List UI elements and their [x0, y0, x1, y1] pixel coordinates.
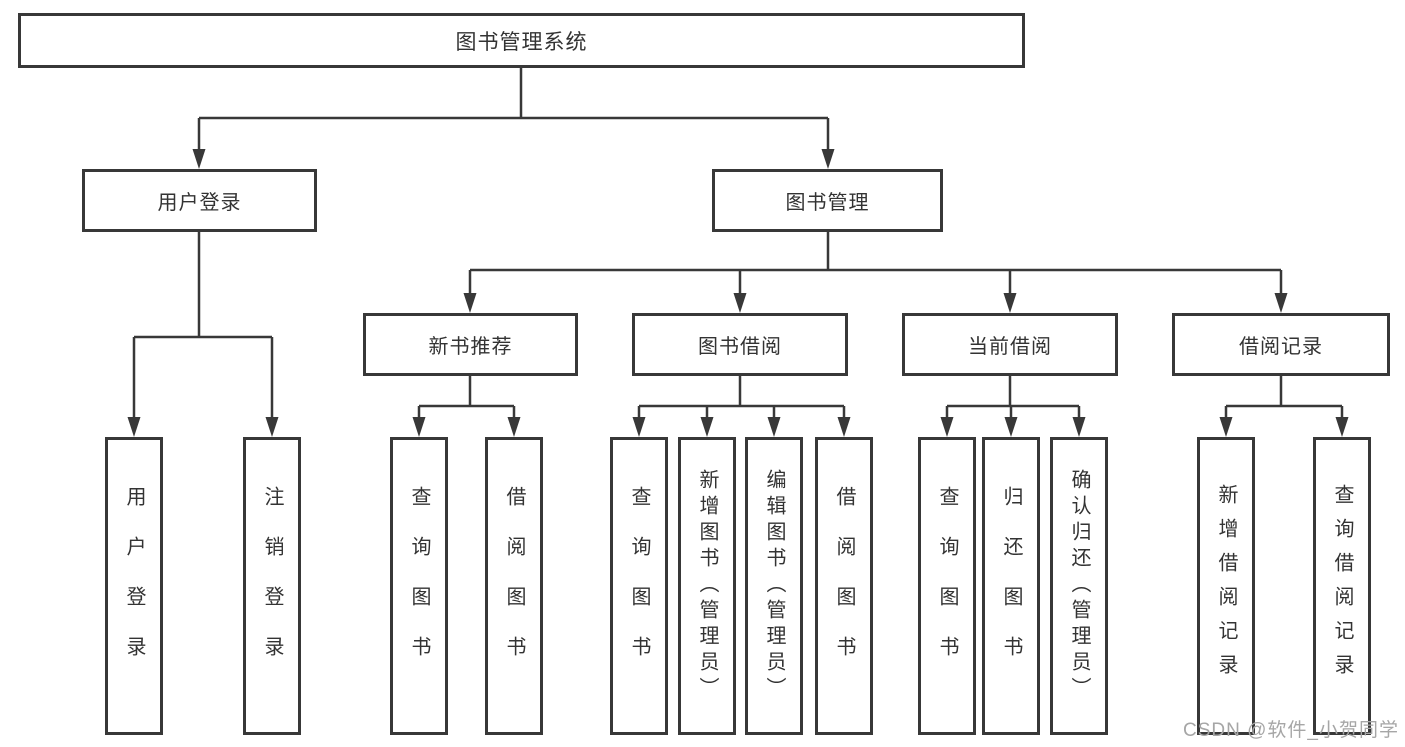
- node-book-borrow: 图书借阅: [632, 313, 848, 376]
- leaf-borrow-book-2: 借阅图书: [815, 437, 873, 735]
- leaf-add-book-admin: 新增图书（管理员）: [678, 437, 736, 735]
- leaf-user-login: 用户登录: [105, 437, 163, 735]
- leaf-add-borrow-record: 新增借阅记录: [1197, 437, 1255, 735]
- node-borrow-records: 借阅记录: [1172, 313, 1390, 376]
- leaf-query-book-1: 查询图书: [390, 437, 448, 735]
- node-book-mgmt: 图书管理: [712, 169, 943, 232]
- node-user-login: 用户登录: [82, 169, 317, 232]
- leaf-query-borrow-record: 查询借阅记录: [1313, 437, 1371, 735]
- leaf-query-book-2: 查询图书: [610, 437, 668, 735]
- leaf-return-book: 归还图书: [982, 437, 1040, 735]
- node-current-borrow: 当前借阅: [902, 313, 1118, 376]
- leaf-confirm-return-admin: 确认归还（管理员）: [1050, 437, 1108, 735]
- leaf-edit-book-admin: 编辑图书（管理员）: [745, 437, 803, 735]
- leaf-logout: 注销登录: [243, 437, 301, 735]
- node-root: 图书管理系统: [18, 13, 1025, 68]
- csdn-watermark: CSDN @软件_小贺同学: [1183, 720, 1399, 741]
- leaf-borrow-book-1: 借阅图书: [485, 437, 543, 735]
- node-new-book-recommend: 新书推荐: [363, 313, 578, 376]
- leaf-query-book-3: 查询图书: [918, 437, 976, 735]
